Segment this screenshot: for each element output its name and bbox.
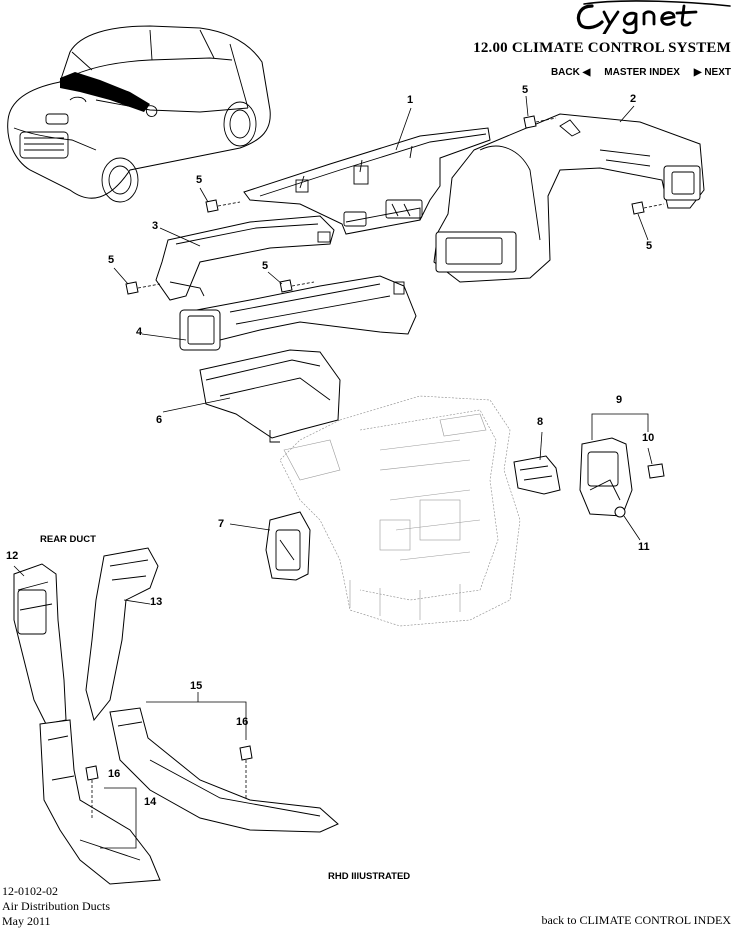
- callout-5-top: 5: [522, 84, 529, 96]
- callout-3: 3: [152, 220, 159, 232]
- part-9-side-vent: [579, 437, 665, 518]
- car-illustration: [7, 25, 271, 203]
- callout-10: 10: [642, 432, 655, 444]
- part-12-rear-duct: [13, 563, 67, 725]
- part-1-dash-duct: [243, 127, 491, 235]
- callout-14: 14: [144, 796, 157, 808]
- part-13-rear-duct: [85, 547, 159, 722]
- callout-4: 4: [136, 326, 143, 338]
- callout-6: 6: [156, 414, 163, 426]
- part-2-right-duct: [433, 113, 705, 283]
- callout-5-right: 5: [646, 240, 653, 252]
- cygnet-logo: [576, 0, 731, 34]
- master-index-link[interactable]: MASTER INDEX: [604, 67, 680, 78]
- heater-unit-ghost: [279, 395, 521, 627]
- back-to-index-link[interactable]: back to CLIMATE CONTROL INDEX: [541, 913, 731, 927]
- next-link[interactable]: ▶ NEXT: [693, 67, 731, 78]
- back-link[interactable]: BACK ◀: [550, 67, 591, 78]
- callout-9: 9: [616, 394, 623, 406]
- callout-12: 12: [6, 550, 19, 562]
- callout-1: 1: [407, 94, 414, 106]
- part-14-floor-duct: [39, 719, 161, 885]
- page-date: May 2011: [2, 914, 51, 928]
- part-15-floor-duct: [109, 707, 339, 833]
- callout-13: 13: [150, 596, 163, 608]
- callout-7: 7: [218, 518, 225, 530]
- callout-8: 8: [537, 416, 544, 428]
- part-7-side-duct: [265, 511, 311, 581]
- part-6-center-duct: [199, 349, 341, 443]
- callout-5-left-upper: 5: [196, 174, 203, 186]
- callout-11: 11: [638, 541, 650, 553]
- section-title: 12.00 CLIMATE CONTROL SYSTEM: [473, 40, 731, 56]
- nav-bar: BACK ◀ MASTER INDEX ▶ NEXT: [551, 67, 731, 78]
- callout-2: 2: [630, 93, 637, 105]
- part-8-duct: [513, 455, 561, 495]
- part-3-upper-left-duct: [155, 215, 335, 301]
- callout-5-center: 5: [262, 260, 269, 272]
- leader-lines: [13, 95, 653, 849]
- rear-duct-caption: REAR DUCT: [40, 534, 96, 545]
- callout-16-right: 16: [236, 716, 249, 728]
- part-4-lower-left-duct: [179, 275, 417, 351]
- callout-5-left-lower: 5: [108, 254, 115, 266]
- page-code: 12-0102-02: [2, 884, 58, 898]
- callout-16-left: 16: [108, 768, 121, 780]
- page-name: Air Distribution Ducts: [2, 899, 110, 913]
- fasteners: [85, 115, 665, 820]
- rhd-illustrated-caption: RHD IIlUSTRATED: [328, 871, 411, 882]
- callout-15: 15: [190, 680, 203, 692]
